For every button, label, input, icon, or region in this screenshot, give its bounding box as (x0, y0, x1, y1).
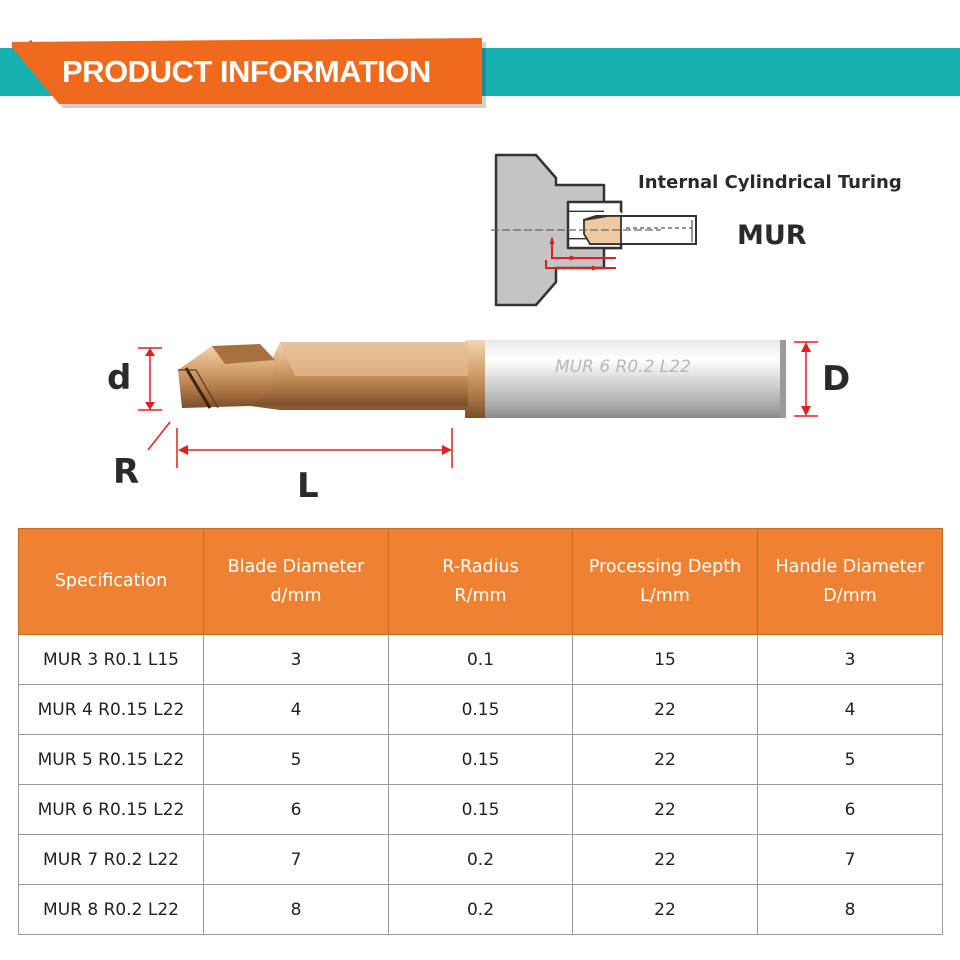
cell-processing-depth: 15 (572, 634, 758, 685)
cell-blade-diameter: 5 (203, 734, 389, 785)
table-row: MUR 7 R0.2 L22 7 0.2 22 7 (18, 834, 943, 885)
dimension-d-label: d (107, 358, 132, 398)
table-row: MUR 5 R0.15 L22 5 0.15 22 5 (18, 734, 943, 785)
cell-processing-depth: 22 (572, 834, 758, 885)
cell-r-radius: 0.2 (388, 834, 573, 885)
cell-processing-depth: 22 (572, 784, 758, 835)
cell-handle-diameter: 3 (757, 634, 943, 685)
table-row: MUR 8 R0.2 L22 8 0.2 22 8 (18, 884, 943, 935)
cell-processing-depth: 22 (572, 734, 758, 785)
cell-specification: MUR 7 R0.2 L22 (18, 834, 204, 885)
table-row: MUR 3 R0.1 L15 3 0.1 15 3 (18, 634, 943, 685)
cell-handle-diameter: 7 (757, 834, 943, 885)
model-label: MUR (737, 220, 807, 251)
cell-blade-diameter: 7 (203, 834, 389, 885)
cell-handle-diameter: 8 (757, 884, 943, 935)
schematic-caption: Internal Cylindrical Turing (638, 172, 902, 193)
cell-specification: MUR 3 R0.1 L15 (18, 634, 204, 685)
cell-r-radius: 0.15 (388, 684, 573, 735)
cell-blade-diameter: 8 (203, 884, 389, 935)
cell-blade-diameter: 3 (203, 634, 389, 685)
cell-specification: MUR 5 R0.15 L22 (18, 734, 204, 785)
cell-blade-diameter: 6 (203, 784, 389, 835)
banner-tab (12, 38, 482, 104)
dimension-D-label: D (822, 359, 851, 399)
cell-r-radius: 0.1 (388, 634, 573, 685)
tool-shank (480, 340, 785, 418)
table-row: MUR 4 R0.15 L22 4 0.15 22 4 (18, 684, 943, 735)
cell-specification: MUR 4 R0.15 L22 (18, 684, 204, 735)
cell-handle-diameter: 4 (757, 684, 943, 735)
tool-engraving: MUR 6 R0.2 L22 (555, 357, 691, 377)
cell-processing-depth: 22 (572, 684, 758, 735)
table-row: MUR 6 R0.15 L22 6 0.15 22 6 (18, 784, 943, 835)
boring-tool-drawing: MUR 6 R0.2 L22 (138, 340, 818, 468)
cell-handle-diameter: 5 (757, 734, 943, 785)
dimension-R-label: R (113, 452, 140, 492)
cell-processing-depth: 22 (572, 884, 758, 935)
dimension-L-label: L (297, 466, 319, 506)
cell-r-radius: 0.15 (388, 734, 573, 785)
cell-r-radius: 0.15 (388, 784, 573, 835)
internal-turning-schematic (491, 153, 697, 307)
cell-blade-diameter: 4 (203, 684, 389, 735)
cell-handle-diameter: 6 (757, 784, 943, 835)
cell-r-radius: 0.2 (388, 884, 573, 935)
cell-specification: MUR 8 R0.2 L22 (18, 884, 204, 935)
page-title: PRODUCT INFORMATION (62, 54, 431, 89)
header-specification: Specification (18, 528, 204, 635)
cell-specification: MUR 6 R0.15 L22 (18, 784, 204, 835)
